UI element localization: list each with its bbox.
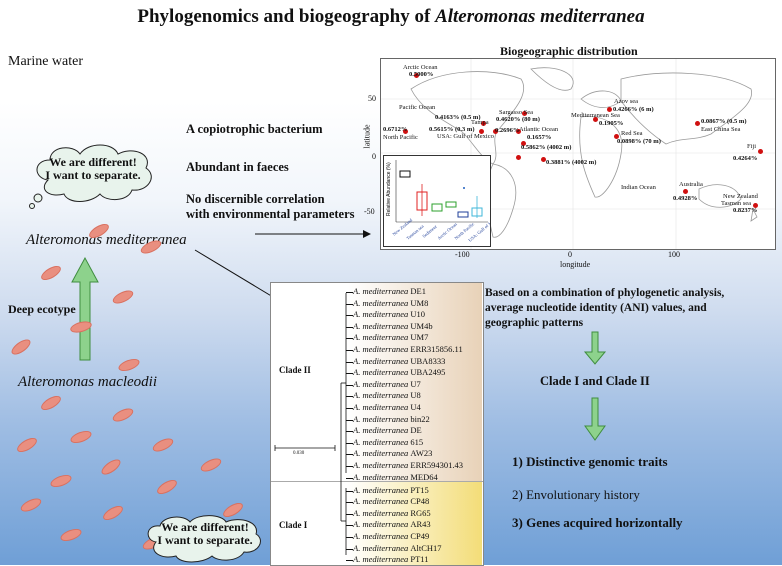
tree-leaf: A. mediterranea AltCH17: [353, 542, 442, 553]
tree-leaf: A. mediterranea ERR594301.43: [353, 460, 464, 470]
clades-label: Clade I and Clade II: [540, 374, 650, 388]
trait-no-correlation: No discernible correlation: [186, 192, 325, 206]
tree-leaf: A. mediterranea 615: [353, 436, 424, 447]
species-macleodii-label: Alteromonas macleodii: [18, 374, 158, 390]
north-america: [410, 71, 525, 165]
world-map: Arctic Ocean 0.5000% Pacific Ocean 0.416…: [380, 58, 776, 250]
green-down-arrow-2: [584, 397, 606, 441]
tree-leaf: A. mediterranea U8: [353, 390, 421, 401]
tree-leaf: A. mediterranea MED64: [353, 471, 438, 482]
tree-leaf: A. mediterranea bin22: [353, 413, 430, 424]
tree-leaf: A. mediterranea PT11: [353, 554, 429, 565]
analysis-line1: Based on a combination of phylogenetic a…: [485, 287, 725, 299]
trait-env-params: with environmental parameters: [186, 207, 355, 221]
tree-leaf: A. mediterranea UM8: [353, 297, 429, 308]
svg-text:Tasman sea: Tasman sea: [405, 224, 424, 241]
map-ytick-neg50: -50: [364, 207, 375, 216]
tree-leaf: A. mediterranea U4: [353, 402, 421, 412]
analysis-line3: geographic patterns: [485, 317, 584, 329]
tree-leaf: A. mediterranea PT15: [353, 484, 429, 495]
tree-leaf: A. mediterranea UM7: [353, 332, 429, 343]
tree-leaf: A. mediterranea CP49: [353, 531, 430, 541]
tree-leaf: A. mediterranea AR43: [353, 519, 431, 530]
map-ylabel: latitude: [362, 124, 372, 149]
map-xtick-100: 100: [668, 250, 680, 259]
australia: [698, 184, 742, 208]
tree-leaf: A. mediterranea CP48: [353, 496, 430, 507]
result-3: 3) Genes acquired horizontally: [512, 515, 683, 530]
tree-leaf: A. mediterranea DE: [353, 425, 422, 436]
cloud-top-text: We are different!I want to separate.: [45, 155, 141, 182]
marine-water-label: Marine water: [8, 54, 84, 69]
tree-leaf: A. mediterranea U7: [353, 378, 421, 389]
thought-cloud-top: [29, 144, 152, 209]
cloud-bottom-text: We are different!I want to separate.: [157, 520, 253, 547]
tree-scale: 0.030: [293, 451, 305, 456]
phylogenetic-tree: Clade II Clade I 0.030 A. mediterranea D…: [270, 282, 484, 566]
abundance-inset: Relative Abundance (%) New Zealand Tasma…: [383, 155, 501, 247]
africa: [579, 116, 623, 198]
deep-ecotype-label: Deep ecotype: [8, 302, 76, 316]
map-xtick-neg100: -100: [455, 250, 470, 259]
page-title: Phylogenomics and biogeography of Altero…: [137, 6, 645, 27]
tree-leaf: A. mediterranea RG65: [353, 507, 431, 518]
green-down-arrow-1: [583, 331, 607, 365]
trait-faeces: Abundant in faeces: [186, 160, 289, 174]
tree-leaf: A. mediterranea ERR315856.11: [353, 344, 463, 354]
tree-leaf: A. mediterranea UBA8333: [353, 355, 446, 366]
map-xtick-0: 0: [568, 250, 572, 259]
tree-leaf: A. mediterranea DE1: [353, 286, 426, 296]
result-2: 2) Envolutionary history: [512, 487, 640, 502]
trait-copiotrophic: A copiotrophic bacterium: [186, 122, 323, 136]
new-zealand: [750, 207, 758, 222]
asia: [620, 72, 753, 145]
thought-cloud-bottom: [147, 515, 261, 563]
clade1-label: Clade I: [279, 520, 308, 530]
map-xlabel: longitude: [560, 260, 591, 269]
south-america: [486, 163, 517, 238]
tree-leaf: A. mediterranea UBA2495: [353, 367, 446, 378]
map-ytick-0: 0: [372, 152, 376, 161]
map-ytick-50: 50: [368, 94, 376, 103]
green-up-arrow: [71, 256, 99, 361]
tree-leaf: A. mediterranea U10: [353, 309, 426, 320]
clade2-shade: [348, 283, 482, 481]
tree-leaf: A. mediterranea AW23: [353, 448, 433, 459]
svg-text:Relative Abundance (%): Relative Abundance (%): [386, 162, 392, 216]
inset-boxplot: Relative Abundance (%) New Zealand Tasma…: [386, 160, 501, 243]
tree-leaf: A. mediterranea UM4b: [353, 320, 433, 331]
greenland: [530, 67, 574, 91]
arrow-to-tree: [194, 249, 279, 301]
clade1-shade: [348, 481, 482, 565]
clade2-label: Clade II: [279, 365, 311, 375]
tree-branches: [274, 293, 347, 555]
analysis-line2: average nucleotide identity (ANI) values…: [485, 302, 707, 314]
map-title: Biogeographic distribution: [500, 44, 638, 58]
result-1: 1) Distinctive genomic traits: [512, 454, 668, 469]
